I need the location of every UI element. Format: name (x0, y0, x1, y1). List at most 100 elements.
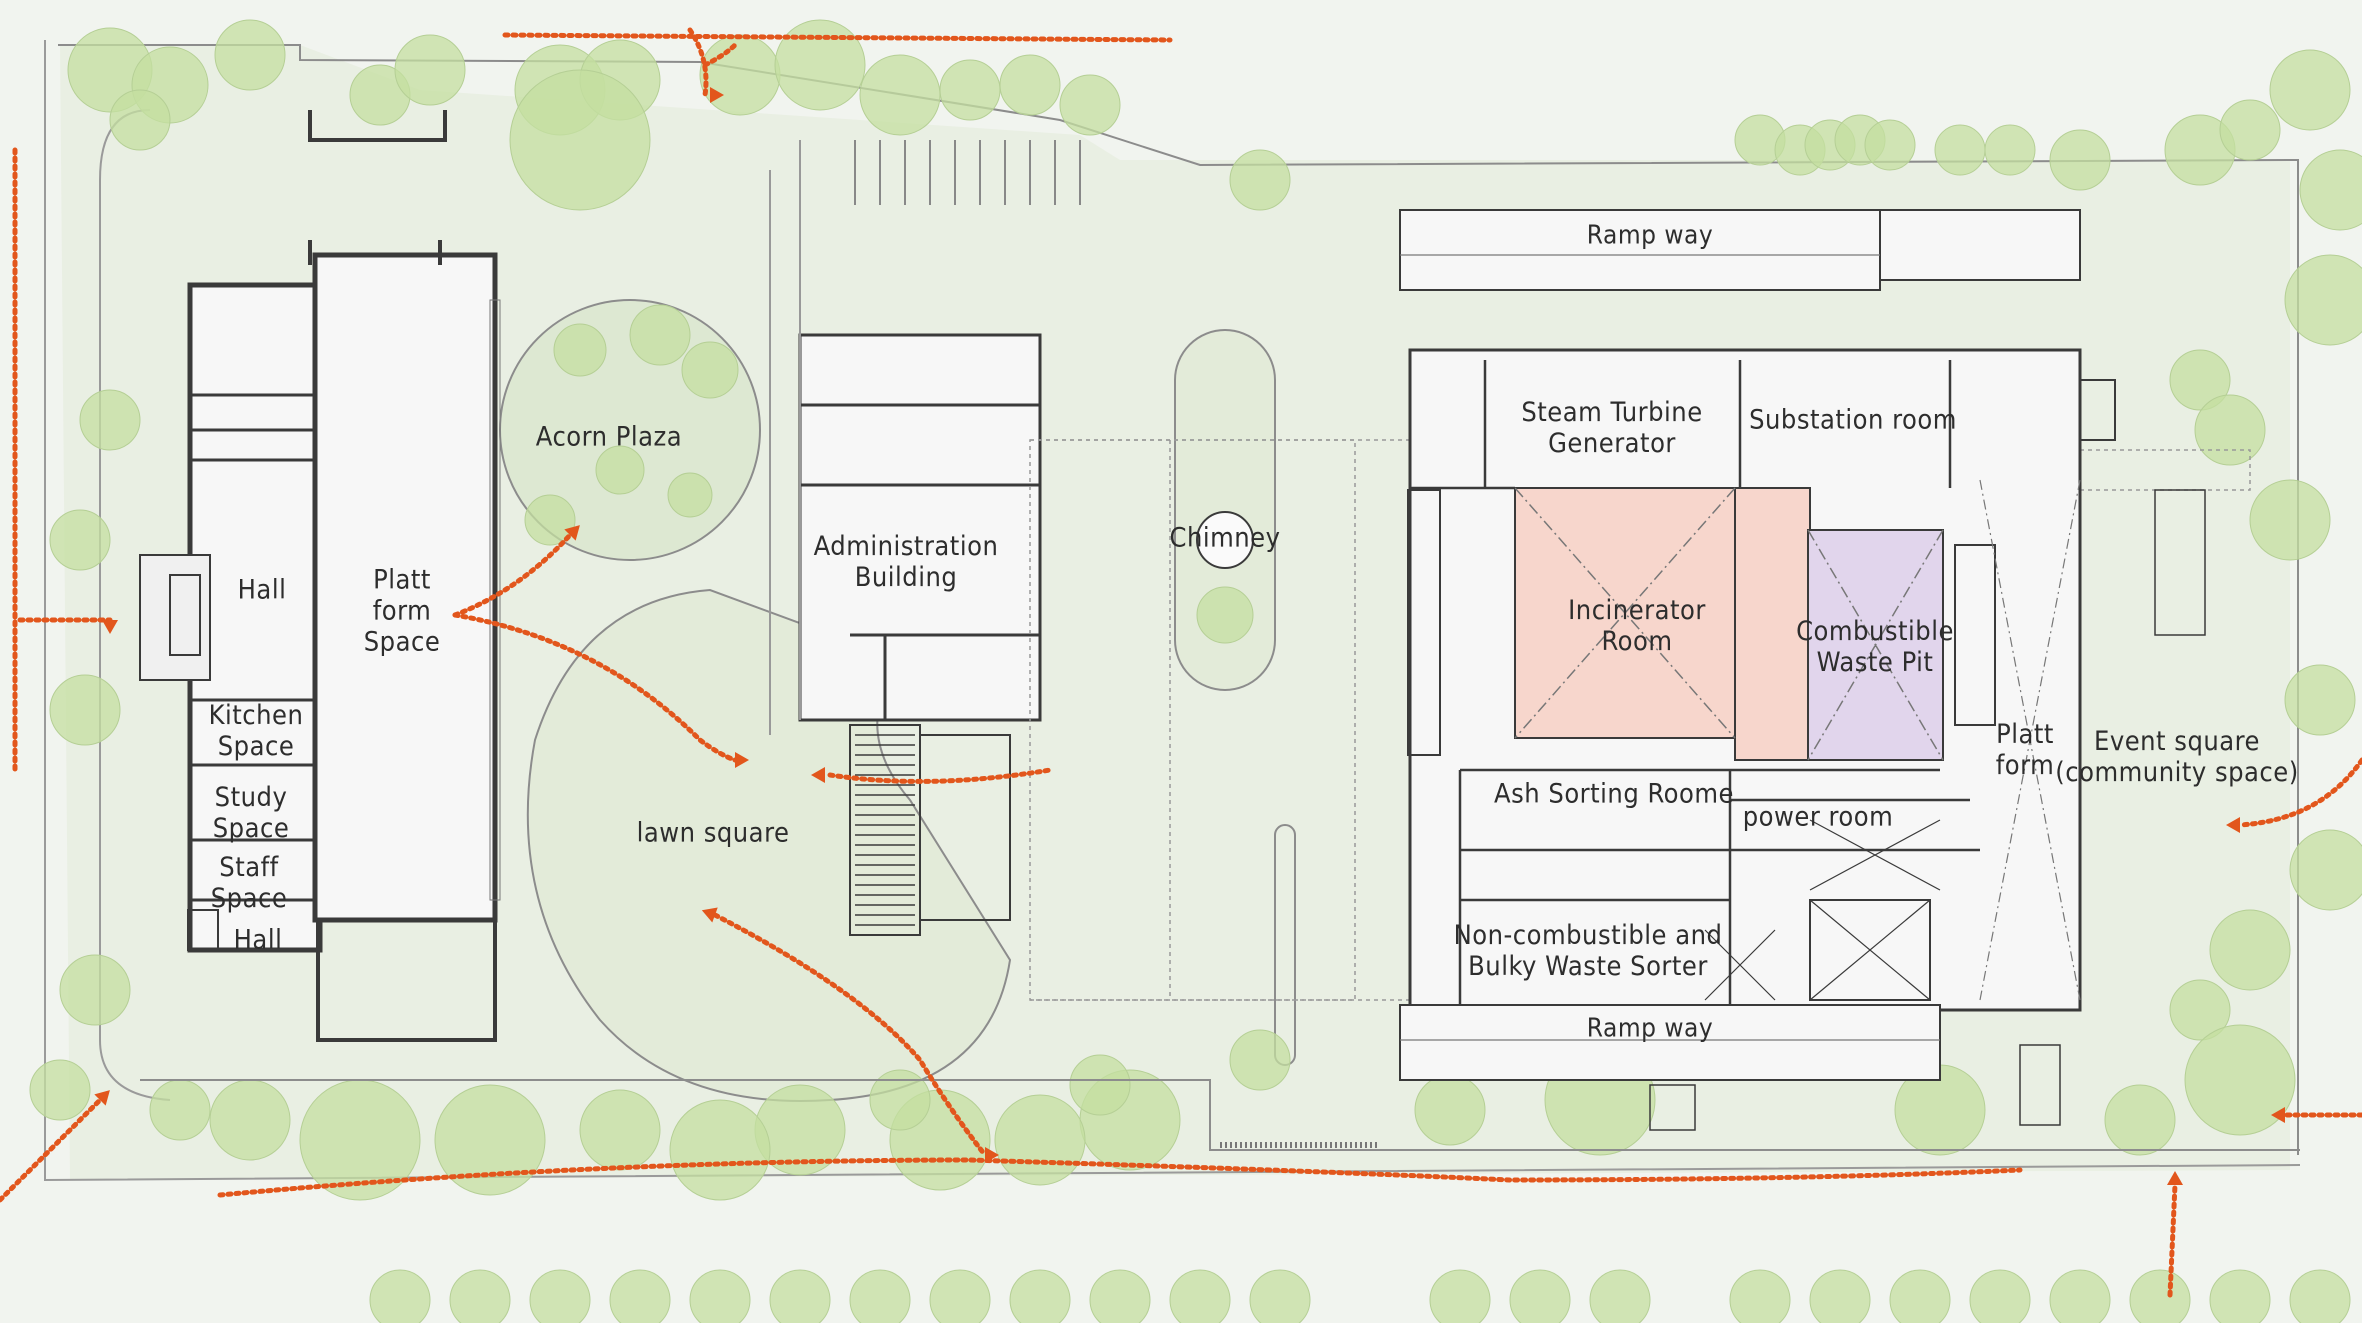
label-staff-space: Staff Space (210, 852, 288, 914)
tree (1089, 1269, 1151, 1323)
label-hall-bottom: Hall (233, 924, 283, 956)
tree (1429, 1269, 1491, 1323)
route-path (2167, 1182, 2178, 1298)
tree (774, 19, 866, 111)
route-path (452, 612, 738, 763)
chimney-pad (1174, 329, 1276, 691)
label-power-room: power room (1742, 801, 1894, 833)
route-path (217, 1157, 2023, 1198)
south-fence (140, 1079, 2300, 1151)
route-arrowhead (564, 525, 580, 541)
tree (994, 1094, 1086, 1186)
label-chimney: Chimney (1169, 522, 1281, 554)
label-ramp-way-top: Ramp way (1586, 220, 1714, 251)
tree (1169, 1269, 1231, 1323)
tree (2194, 394, 2266, 466)
tree (2169, 979, 2231, 1041)
tree (529, 1269, 591, 1323)
label-kitchen-space: Kitchen Space (208, 700, 304, 762)
label-ash-sorting-room: Ash Sorting Roome (1494, 778, 1734, 810)
route-arrowhead (701, 907, 718, 923)
tree (939, 59, 1001, 121)
label-platform-space: Platt form Space (363, 564, 441, 658)
route-arrowhead (710, 87, 724, 103)
route-path (712, 912, 988, 1158)
label-incinerator-room: Incinerator Room (1568, 595, 1706, 657)
tree (859, 54, 941, 136)
tree (1229, 149, 1291, 211)
tree (1196, 586, 1254, 644)
tree (1059, 74, 1121, 136)
chimney-circle (1196, 511, 1254, 569)
site-road-edge (44, 40, 2301, 1182)
label-hall-top: Hall (237, 574, 287, 606)
tree (49, 674, 121, 746)
route-arrowhead (985, 1147, 999, 1163)
tree (2209, 909, 2291, 991)
tree (579, 1089, 661, 1171)
tree (2284, 254, 2362, 346)
tree (214, 19, 286, 91)
route-arrows (94, 87, 2285, 1185)
tree (595, 445, 645, 495)
tree (2049, 1269, 2111, 1323)
stairs-east (1649, 489, 2206, 1131)
tree (1984, 124, 2036, 176)
label-event-square: Event square (community space) (2055, 726, 2299, 788)
tree (2289, 829, 2362, 911)
route-arrowhead (811, 767, 825, 783)
label-study-space: Study Space (212, 782, 290, 844)
label-combustible-waste-pit: Combustible Waste Pit (1796, 616, 1954, 678)
tree (434, 1084, 546, 1196)
tree (49, 509, 111, 571)
tree (2129, 1269, 2191, 1323)
route-arrowhead (2226, 817, 2240, 833)
tree (149, 1079, 211, 1141)
tree (2169, 349, 2231, 411)
tree (609, 1269, 671, 1323)
tree (109, 89, 171, 151)
route-path (2237, 757, 2362, 828)
structural-grid (1029, 439, 2251, 1001)
tree (1009, 1269, 1071, 1323)
tree (2104, 1084, 2176, 1156)
tree (1729, 1269, 1791, 1323)
tree (1589, 1269, 1651, 1323)
tree (2049, 129, 2111, 191)
route-path (0, 1097, 103, 1203)
route-path (502, 27, 1173, 98)
tree (79, 389, 141, 451)
waste-plant (1407, 348, 2116, 1012)
tree (869, 1069, 931, 1131)
tree (29, 1059, 91, 1121)
tree (369, 1269, 431, 1323)
tree (1889, 1269, 1951, 1323)
tree (689, 1269, 751, 1323)
tree (769, 1269, 831, 1323)
tree (1229, 1029, 1291, 1091)
route-arrowhead (94, 1090, 110, 1106)
tree (1509, 1269, 1571, 1323)
tree (394, 34, 466, 106)
tree (209, 1079, 291, 1161)
route-arrowhead (2271, 1107, 2285, 1123)
tree (1069, 1054, 1131, 1116)
pedestrian-routes (0, 27, 2362, 1298)
label-lawn-square: lawn square (636, 817, 790, 849)
tree (553, 323, 607, 377)
tree (669, 1099, 771, 1201)
tree (2289, 1269, 2351, 1323)
route-path (12, 147, 113, 773)
label-administration-building: Administration Building (813, 531, 999, 593)
tree (667, 472, 713, 518)
label-acorn-plaza: Acorn Plaza (535, 421, 683, 453)
tree (524, 494, 576, 546)
tree (999, 54, 1061, 116)
tree (681, 341, 739, 399)
route-arrowhead (2167, 1171, 2183, 1185)
tree (2249, 479, 2331, 561)
label-non-combustible-sorter: Non-combustible and Bulky Waste Sorter (1453, 920, 1723, 982)
tree (2284, 664, 2356, 736)
tree (2209, 1269, 2271, 1323)
tree (849, 1269, 911, 1323)
